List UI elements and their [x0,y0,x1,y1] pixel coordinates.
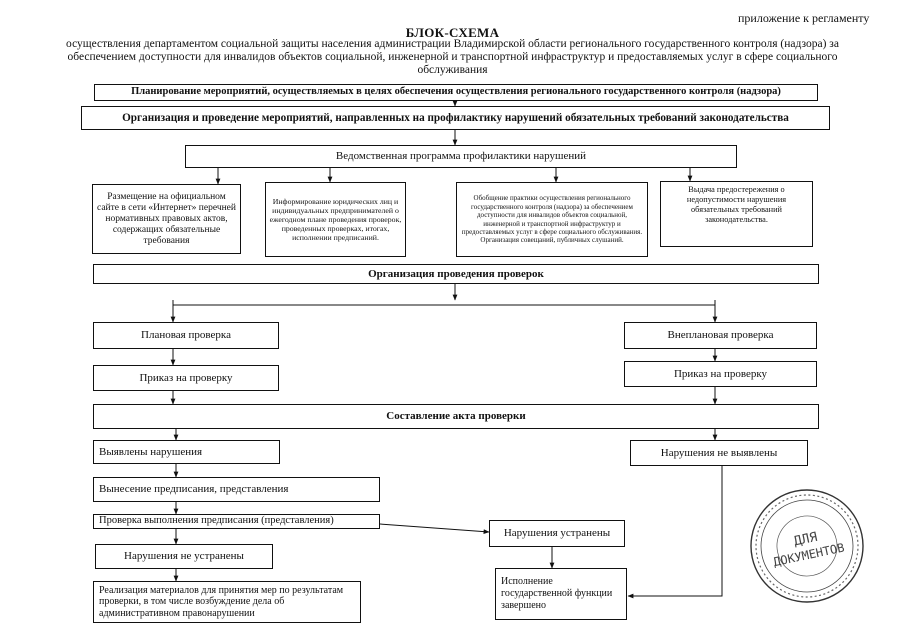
round-stamp: ДЛЯ ДОКУМЕНТОВ [737,476,877,616]
prevention-box: Организация и проведение мероприятий, на… [81,106,830,130]
appendix-label: приложение к регламенту [738,11,870,25]
stamp-text-line1: ДЛЯ [793,530,819,550]
unplanned-box: Внеплановая проверка [624,322,817,349]
inspections-box: Организация проведения проверок [93,264,819,284]
generalization-box: Обобщение практики осуществления региона… [456,182,648,257]
found-box: Выявлены нарушения [93,440,280,464]
check-execution-box: Проверка выполнения предписания (предста… [93,514,380,529]
planned-box: Плановая проверка [93,322,279,349]
act-box: Составление акта проверки [93,404,819,429]
order-unplanned-box: Приказ на проверку [624,361,817,387]
prescription-box: Вынесение предписания, представления [93,477,380,502]
not-eliminated-box: Нарушения не устранены [95,544,273,569]
program-box: Ведомственная программа профилактики нар… [185,145,737,168]
warning-box: Выдача предостережения о недопустимости … [660,181,813,247]
completed-box: Исполнение государственной функции завер… [495,568,627,620]
posting-box: Размещение на официальном сайте в сети «… [92,184,241,254]
not-found-box: Нарушения не выявлены [630,440,808,466]
diagram-subtitle: осуществления департаментом социальной з… [66,38,839,76]
arrow-check-to-eliminated [379,523,490,534]
eliminated-box: Нарушения устранены [489,520,625,547]
implementation-box: Реализация материалов для принятия мер п… [93,581,361,623]
informing-box: Информирование юридических лиц и индивид… [265,182,406,257]
planning-box: Планирование мероприятий, осуществляемых… [94,84,818,101]
arrow-not-found-to-completed [627,466,723,599]
line-split-planned-unplanned [172,300,716,306]
diagram-title: БЛОК-СХЕМА [405,25,500,40]
order-planned-box: Приказ на проверку [93,365,279,391]
